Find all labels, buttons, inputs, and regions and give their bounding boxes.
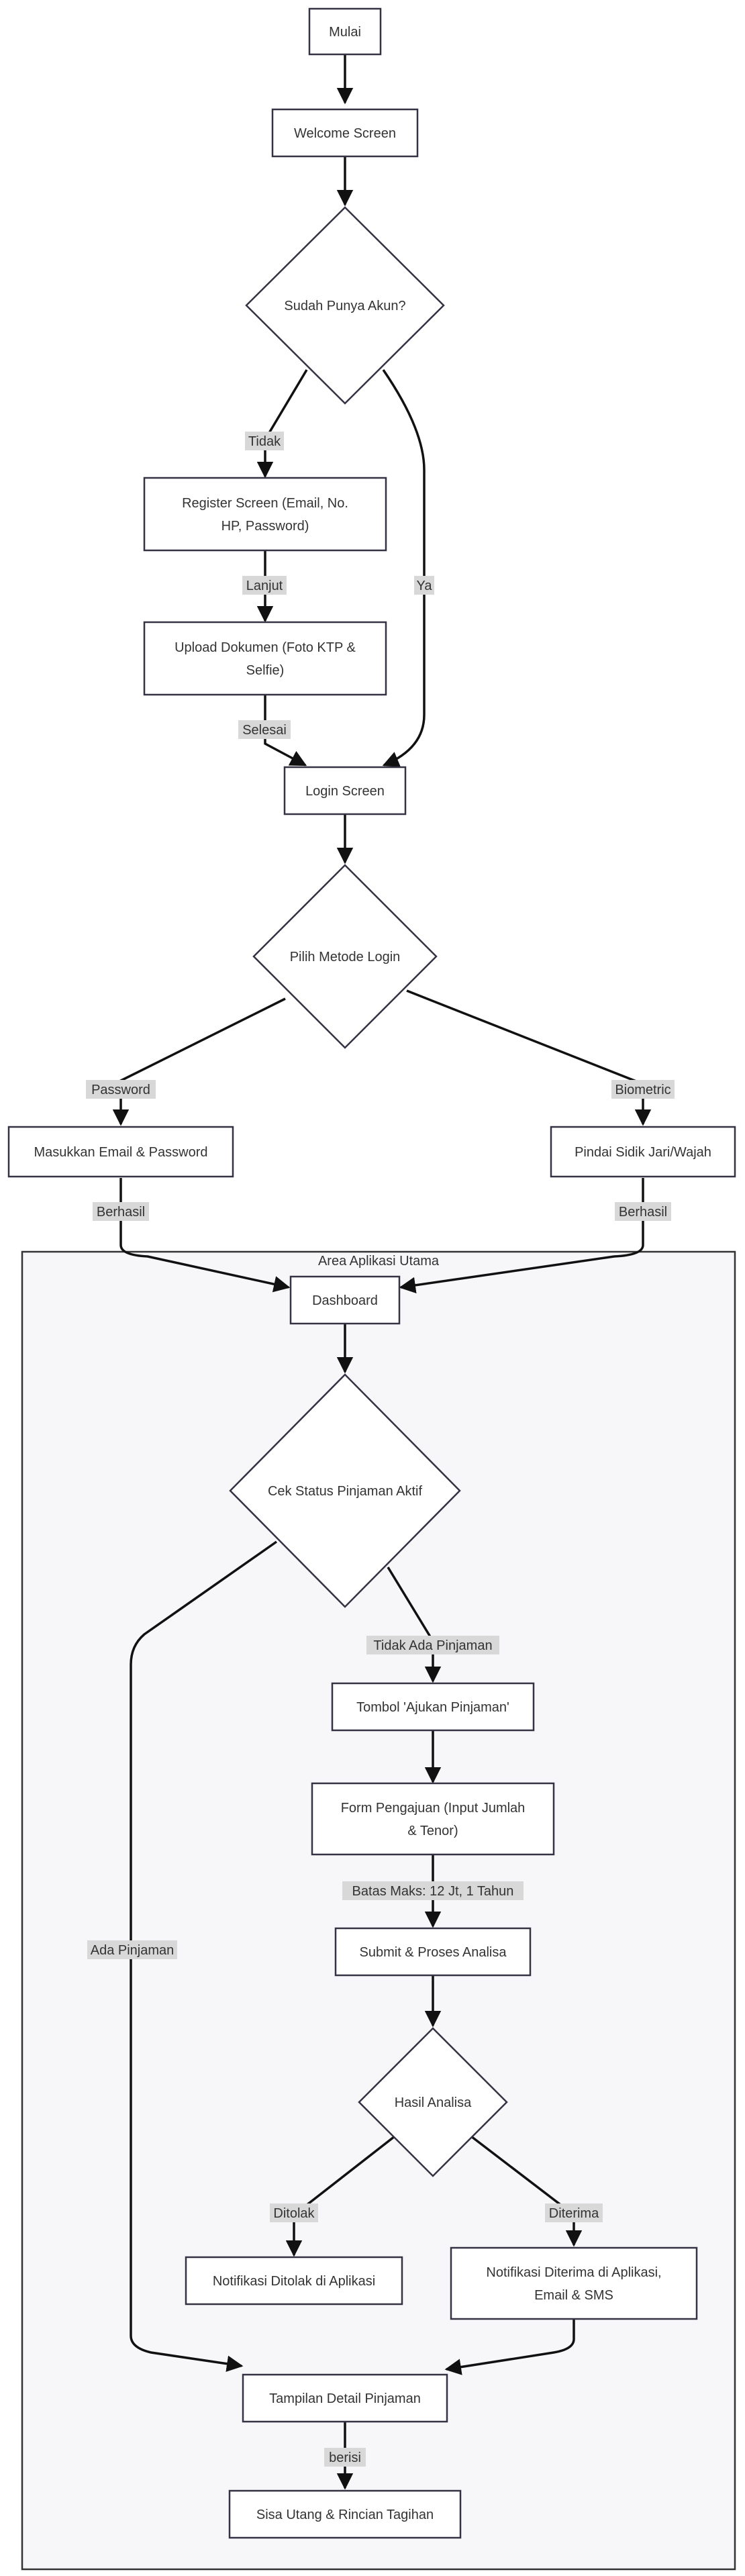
svg-text:Tombol 'Ajukan Pinjaman': Tombol 'Ajukan Pinjaman' (356, 1700, 509, 1715)
edge-label-berhasil-left: Berhasil (93, 1202, 149, 1221)
edge-upload-login (264, 695, 307, 766)
svg-text:Pilih Metode Login: Pilih Metode Login (290, 950, 401, 964)
node-welcome-screen: Welcome Screen (271, 108, 419, 158)
svg-text:berisi: berisi (329, 2450, 361, 2465)
edge-pilih-biometric (406, 989, 652, 1126)
svg-text:Ditolak: Ditolak (273, 2206, 315, 2221)
svg-text:Masukkan Email & Password: Masukkan Email & Password (34, 1145, 208, 1160)
edge-label-biometric: Biometric (611, 1080, 675, 1099)
svg-text:Password: Password (91, 1083, 150, 1097)
edge-label-tidak-ada-pinjaman: Tidak Ada Pinjaman (366, 1636, 499, 1654)
svg-text:& Tenor): & Tenor) (407, 1824, 458, 1838)
edge-label-ada-pinjaman: Ada Pinjaman (87, 1940, 177, 1959)
node-form-pengajuan: Form Pengajuan (Input Jumlah & Tenor) (311, 1782, 555, 1856)
svg-text:Mulai: Mulai (329, 25, 361, 40)
svg-text:Hasil Analisa: Hasil Analisa (395, 2095, 472, 2110)
svg-text:Dashboard: Dashboard (312, 1293, 378, 1308)
svg-text:Welcome Screen: Welcome Screen (294, 126, 396, 141)
svg-text:Sisa Utang & Rincian Tagihan: Sisa Utang & Rincian Tagihan (256, 2508, 434, 2522)
node-email-password: Masukkan Email & Password (7, 1126, 234, 1178)
node-register-screen: Register Screen (Email, No. HP, Password… (143, 477, 387, 552)
node-hasil-analisa: Hasil Analisa (358, 2027, 508, 2177)
svg-text:Submit & Proses Analisa: Submit & Proses Analisa (360, 1945, 507, 1960)
svg-text:Berhasil: Berhasil (619, 1205, 667, 1220)
edge-label-ya: Ya (414, 576, 434, 595)
svg-text:Register Screen (Email, No.: Register Screen (Email, No. (182, 496, 348, 511)
svg-text:Tampilan Detail Pinjaman: Tampilan Detail Pinjaman (269, 2391, 421, 2406)
edge-label-selesai: Selesai (238, 720, 291, 739)
svg-text:Email & SMS: Email & SMS (534, 2288, 613, 2303)
svg-text:Biometric: Biometric (615, 1083, 670, 1097)
svg-text:Diterima: Diterima (549, 2206, 599, 2221)
svg-text:Selfie): Selfie) (246, 663, 285, 678)
node-tombol-ajukan: Tombol 'Ajukan Pinjaman' (331, 1682, 535, 1732)
node-notif-ditolak: Notifikasi Ditolak di Aplikasi (185, 2256, 403, 2306)
node-tampilan-detail: Tampilan Detail Pinjaman (242, 2373, 448, 2423)
node-sisa-utang: Sisa Utang & Rincian Tagihan (228, 2489, 462, 2539)
node-upload-dokumen: Upload Dokumen (Foto KTP & Selfie) (143, 621, 387, 696)
node-notif-diterima: Notifikasi Diterima di Aplikasi, Email &… (450, 2246, 698, 2320)
edge-label-berhasil-right: Berhasil (615, 1202, 671, 1221)
node-dashboard: Dashboard (289, 1275, 401, 1325)
svg-text:Tidak: Tidak (248, 434, 281, 449)
node-pilih-metode-login: Pilih Metode Login (252, 864, 438, 1049)
svg-text:Lanjut: Lanjut (246, 579, 283, 593)
svg-text:Notifikasi Diterima di Aplikas: Notifikasi Diterima di Aplikasi, (486, 2265, 661, 2280)
svg-text:Ya: Ya (417, 579, 433, 593)
svg-text:Cek Status Pinjaman Aktif: Cek Status Pinjaman Aktif (268, 1484, 423, 1499)
edge-label-diterima: Diterima (545, 2203, 603, 2222)
node-mulai: Mulai (308, 7, 382, 56)
node-cek-status-pinjaman: Cek Status Pinjaman Aktif (229, 1373, 461, 1608)
edge-email-dashboard (119, 1178, 291, 1293)
svg-text:Ada Pinjaman: Ada Pinjaman (91, 1943, 175, 1958)
edge-label-ditolak: Ditolak (270, 2203, 318, 2222)
edge-label-password: Password (86, 1080, 156, 1099)
cluster-title: Area Aplikasi Utama (318, 1254, 440, 1269)
edge-cek-detail (130, 1540, 278, 2372)
edge-diterima-detail (444, 2319, 575, 2375)
svg-text:Notifikasi Ditolak di Aplikasi: Notifikasi Ditolak di Aplikasi (213, 2274, 375, 2289)
svg-text:Pindai Sidik Jari/Wajah: Pindai Sidik Jari/Wajah (575, 1145, 711, 1160)
edge-label-tidak: Tidak (245, 432, 284, 450)
node-submit-proses: Submit & Proses Analisa (334, 1927, 532, 1977)
edge-label-lanjut: Lanjut (242, 576, 287, 595)
node-login-screen: Login Screen (283, 766, 407, 815)
svg-text:Form Pengajuan (Input Jumlah: Form Pengajuan (Input Jumlah (341, 1801, 526, 1816)
svg-text:Berhasil: Berhasil (97, 1205, 145, 1220)
svg-text:Batas Maks: 12 Jt, 1 Tahun: Batas Maks: 12 Jt, 1 Tahun (352, 1884, 514, 1899)
node-pindai-sidik: Pindai Sidik Jari/Wajah (550, 1126, 736, 1178)
edge-pilih-email (112, 997, 286, 1126)
edge-label-batas-maks: Batas Maks: 12 Jt, 1 Tahun (342, 1881, 524, 1900)
svg-text:Upload Dokumen (Foto KTP &: Upload Dokumen (Foto KTP & (175, 640, 356, 655)
edge-biometric-dashboard (399, 1178, 644, 1293)
svg-text:Tidak Ada Pinjaman: Tidak Ada Pinjaman (373, 1638, 492, 1653)
svg-text:HP, Password): HP, Password) (221, 519, 309, 534)
edge-sudah-register (256, 369, 308, 479)
svg-text:Sudah Punya Akun?: Sudah Punya Akun? (284, 299, 405, 313)
edge-label-berisi: berisi (324, 2448, 366, 2467)
svg-text:Login Screen: Login Screen (305, 784, 385, 799)
node-sudah-punya-akun: Sudah Punya Akun? (245, 206, 445, 405)
edge-sudah-login (382, 369, 426, 767)
svg-text:Selesai: Selesai (242, 723, 287, 738)
